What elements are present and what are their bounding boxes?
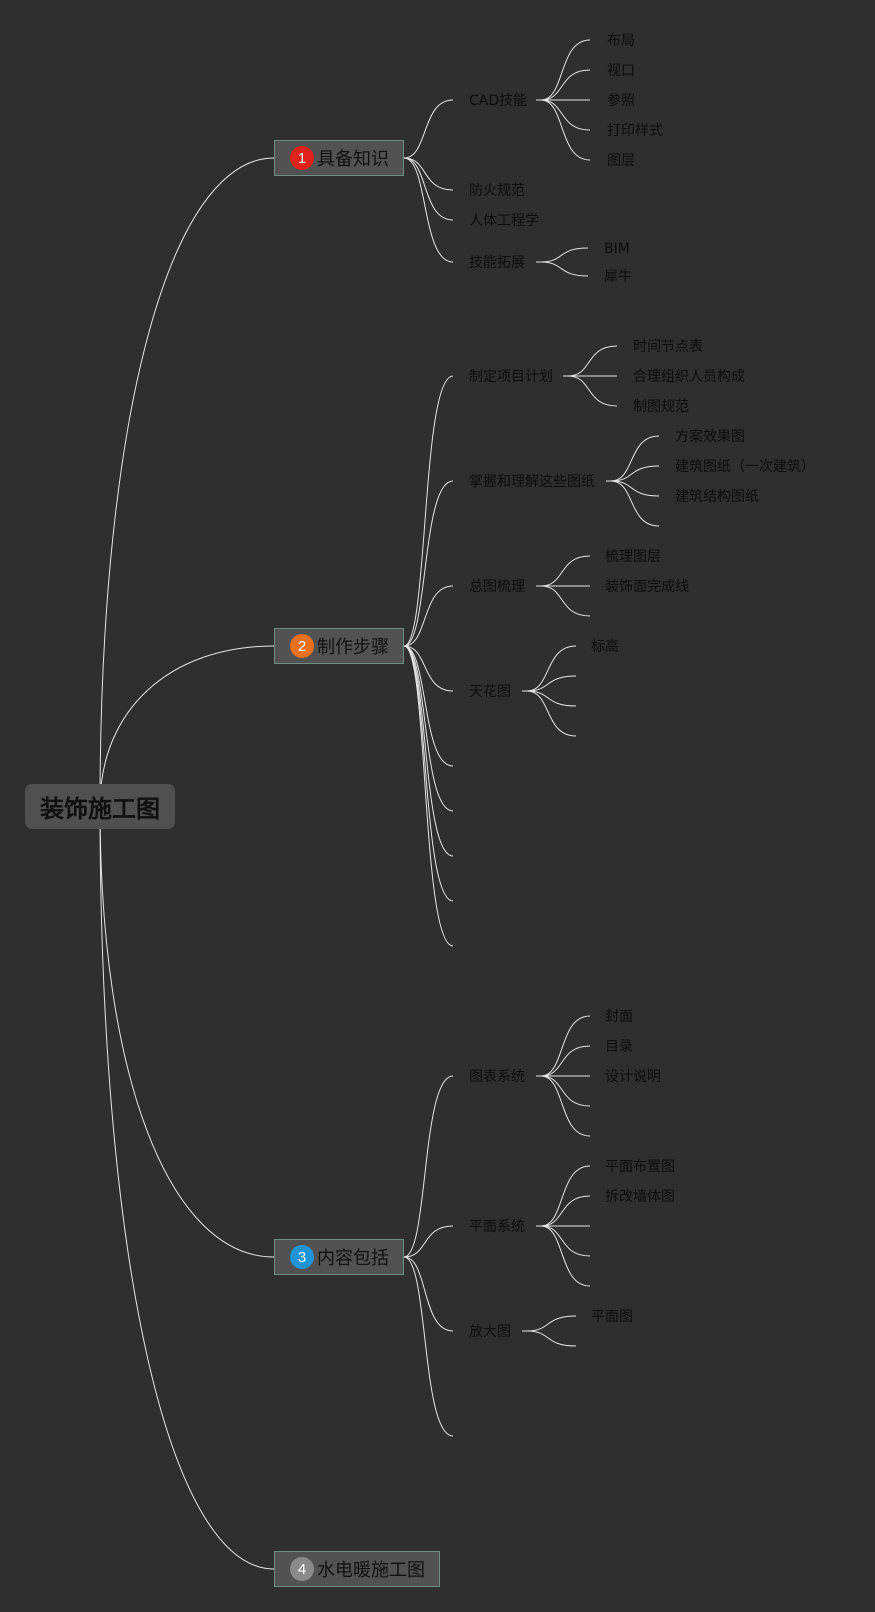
connector-line <box>526 645 577 692</box>
connector-line <box>540 1165 591 1227</box>
leaf-node[interactable]: 建筑图纸（一次建筑） <box>675 459 815 475</box>
leaf-node[interactable]: 梳理图层 <box>605 549 661 565</box>
topic-label: 制作步骤 <box>317 637 389 658</box>
leaf-node[interactable]: 合理组织人员构成 <box>633 369 745 385</box>
root-label: 装饰施工图 <box>40 795 160 823</box>
topic-node-2[interactable]: 2 制作步骤 <box>274 628 404 664</box>
priority-4-icon: 4 <box>290 1557 314 1581</box>
subtopic-node[interactable]: CAD技能 <box>469 93 528 109</box>
connector-line <box>403 157 454 221</box>
connector-line <box>403 585 454 647</box>
leaf-node[interactable]: 装饰面完成线 <box>605 579 689 595</box>
subtopic-node[interactable]: 平面系统 <box>469 1219 525 1235</box>
connector-line <box>540 1225 591 1257</box>
leaf-node[interactable]: 打印样式 <box>607 123 663 139</box>
leaf-node[interactable]: 设计说明 <box>605 1069 661 1085</box>
root-node[interactable]: 装饰施工图 <box>25 784 175 829</box>
leaf-node[interactable]: 拆改墙体图 <box>605 1189 675 1205</box>
connector-line <box>610 480 660 527</box>
priority-1-icon: 1 <box>290 146 314 170</box>
leaf-node[interactable]: 封面 <box>605 1009 633 1025</box>
leaf-node[interactable]: 参照 <box>607 93 635 109</box>
connector-line <box>526 1315 577 1332</box>
connector-line <box>540 555 591 587</box>
connector-line <box>540 1045 591 1077</box>
connector-line <box>526 675 577 692</box>
connector-line <box>403 1256 454 1332</box>
leaf-node[interactable]: 时间节点表 <box>633 339 703 355</box>
connector-line <box>567 345 618 377</box>
connector-line <box>403 99 454 159</box>
root-connector-line <box>99 645 275 807</box>
connector-line <box>610 465 660 482</box>
connector-line <box>403 1225 454 1258</box>
root-connector-line <box>99 805 275 1258</box>
subtopic-node[interactable]: 图表系统 <box>469 1069 525 1085</box>
connector-line <box>540 99 591 131</box>
priority-3-icon: 3 <box>290 1245 314 1269</box>
root-connector-line <box>99 157 275 807</box>
connector-line <box>540 69 591 101</box>
connector-line <box>403 157 454 191</box>
connector-line <box>403 645 454 947</box>
connector-line <box>540 1225 591 1287</box>
connector-line <box>403 1256 454 1437</box>
connector-line <box>403 645 454 692</box>
topic-label: 内容包括 <box>317 1248 389 1269</box>
connector-line <box>403 480 454 647</box>
topic-node-1[interactable]: 1 具备知识 <box>274 140 404 176</box>
connector-line <box>540 585 591 617</box>
connector-line <box>540 247 589 263</box>
connector-line <box>526 690 577 737</box>
subtopic-node[interactable]: 天花图 <box>469 684 511 700</box>
subtopic-node[interactable]: 制定项目计划 <box>469 369 553 385</box>
leaf-node[interactable]: 方案效果图 <box>675 429 745 445</box>
connector-line <box>526 1330 577 1347</box>
leaf-node[interactable]: 视口 <box>607 63 635 79</box>
topic-node-4[interactable]: 4 水电暖施工图 <box>274 1551 440 1587</box>
connector-line <box>403 645 454 767</box>
leaf-node[interactable]: 平面图 <box>591 1309 633 1325</box>
topic-label: 水电暖施工图 <box>317 1560 425 1581</box>
leaf-node[interactable]: 目录 <box>605 1039 633 1055</box>
connector-line <box>540 261 589 277</box>
subtopic-node[interactable]: 防火规范 <box>469 183 525 199</box>
connector-line <box>403 375 454 647</box>
connector-line <box>403 1075 454 1258</box>
subtopic-node[interactable]: 总图梳理 <box>469 579 525 595</box>
leaf-node[interactable]: 制图规范 <box>633 399 689 415</box>
connector-line <box>567 375 618 407</box>
connector-line <box>540 39 591 101</box>
leaf-node[interactable]: BIM <box>604 241 630 257</box>
topic-label: 具备知识 <box>317 149 389 170</box>
connector-line <box>403 157 454 263</box>
connector-line <box>610 480 660 497</box>
connector-line <box>610 435 660 482</box>
leaf-node[interactable]: 标高 <box>591 639 619 655</box>
leaf-node[interactable]: 图层 <box>607 153 635 169</box>
subtopic-node[interactable]: 技能拓展 <box>469 255 525 271</box>
connector-line <box>540 1015 591 1077</box>
priority-2-icon: 2 <box>290 634 314 658</box>
subtopic-node[interactable]: 掌握和理解这些图纸 <box>469 474 595 490</box>
leaf-node[interactable]: 犀牛 <box>604 269 632 285</box>
leaf-node[interactable]: 布局 <box>607 33 635 49</box>
connector-line <box>403 645 454 812</box>
root-connector-line <box>99 805 275 1570</box>
connector-line <box>526 690 577 707</box>
connector-line <box>540 1195 591 1227</box>
connector-line <box>403 645 454 857</box>
connector-line <box>540 99 591 161</box>
topic-node-3[interactable]: 3 内容包括 <box>274 1239 404 1275</box>
subtopic-node[interactable]: 人体工程学 <box>469 213 539 229</box>
leaf-node[interactable]: 平面布置图 <box>605 1159 675 1175</box>
connector-line <box>540 1075 591 1137</box>
subtopic-node[interactable]: 放大图 <box>469 1324 511 1340</box>
leaf-node[interactable]: 建筑结构图纸 <box>675 489 759 505</box>
connector-line <box>540 1075 591 1107</box>
